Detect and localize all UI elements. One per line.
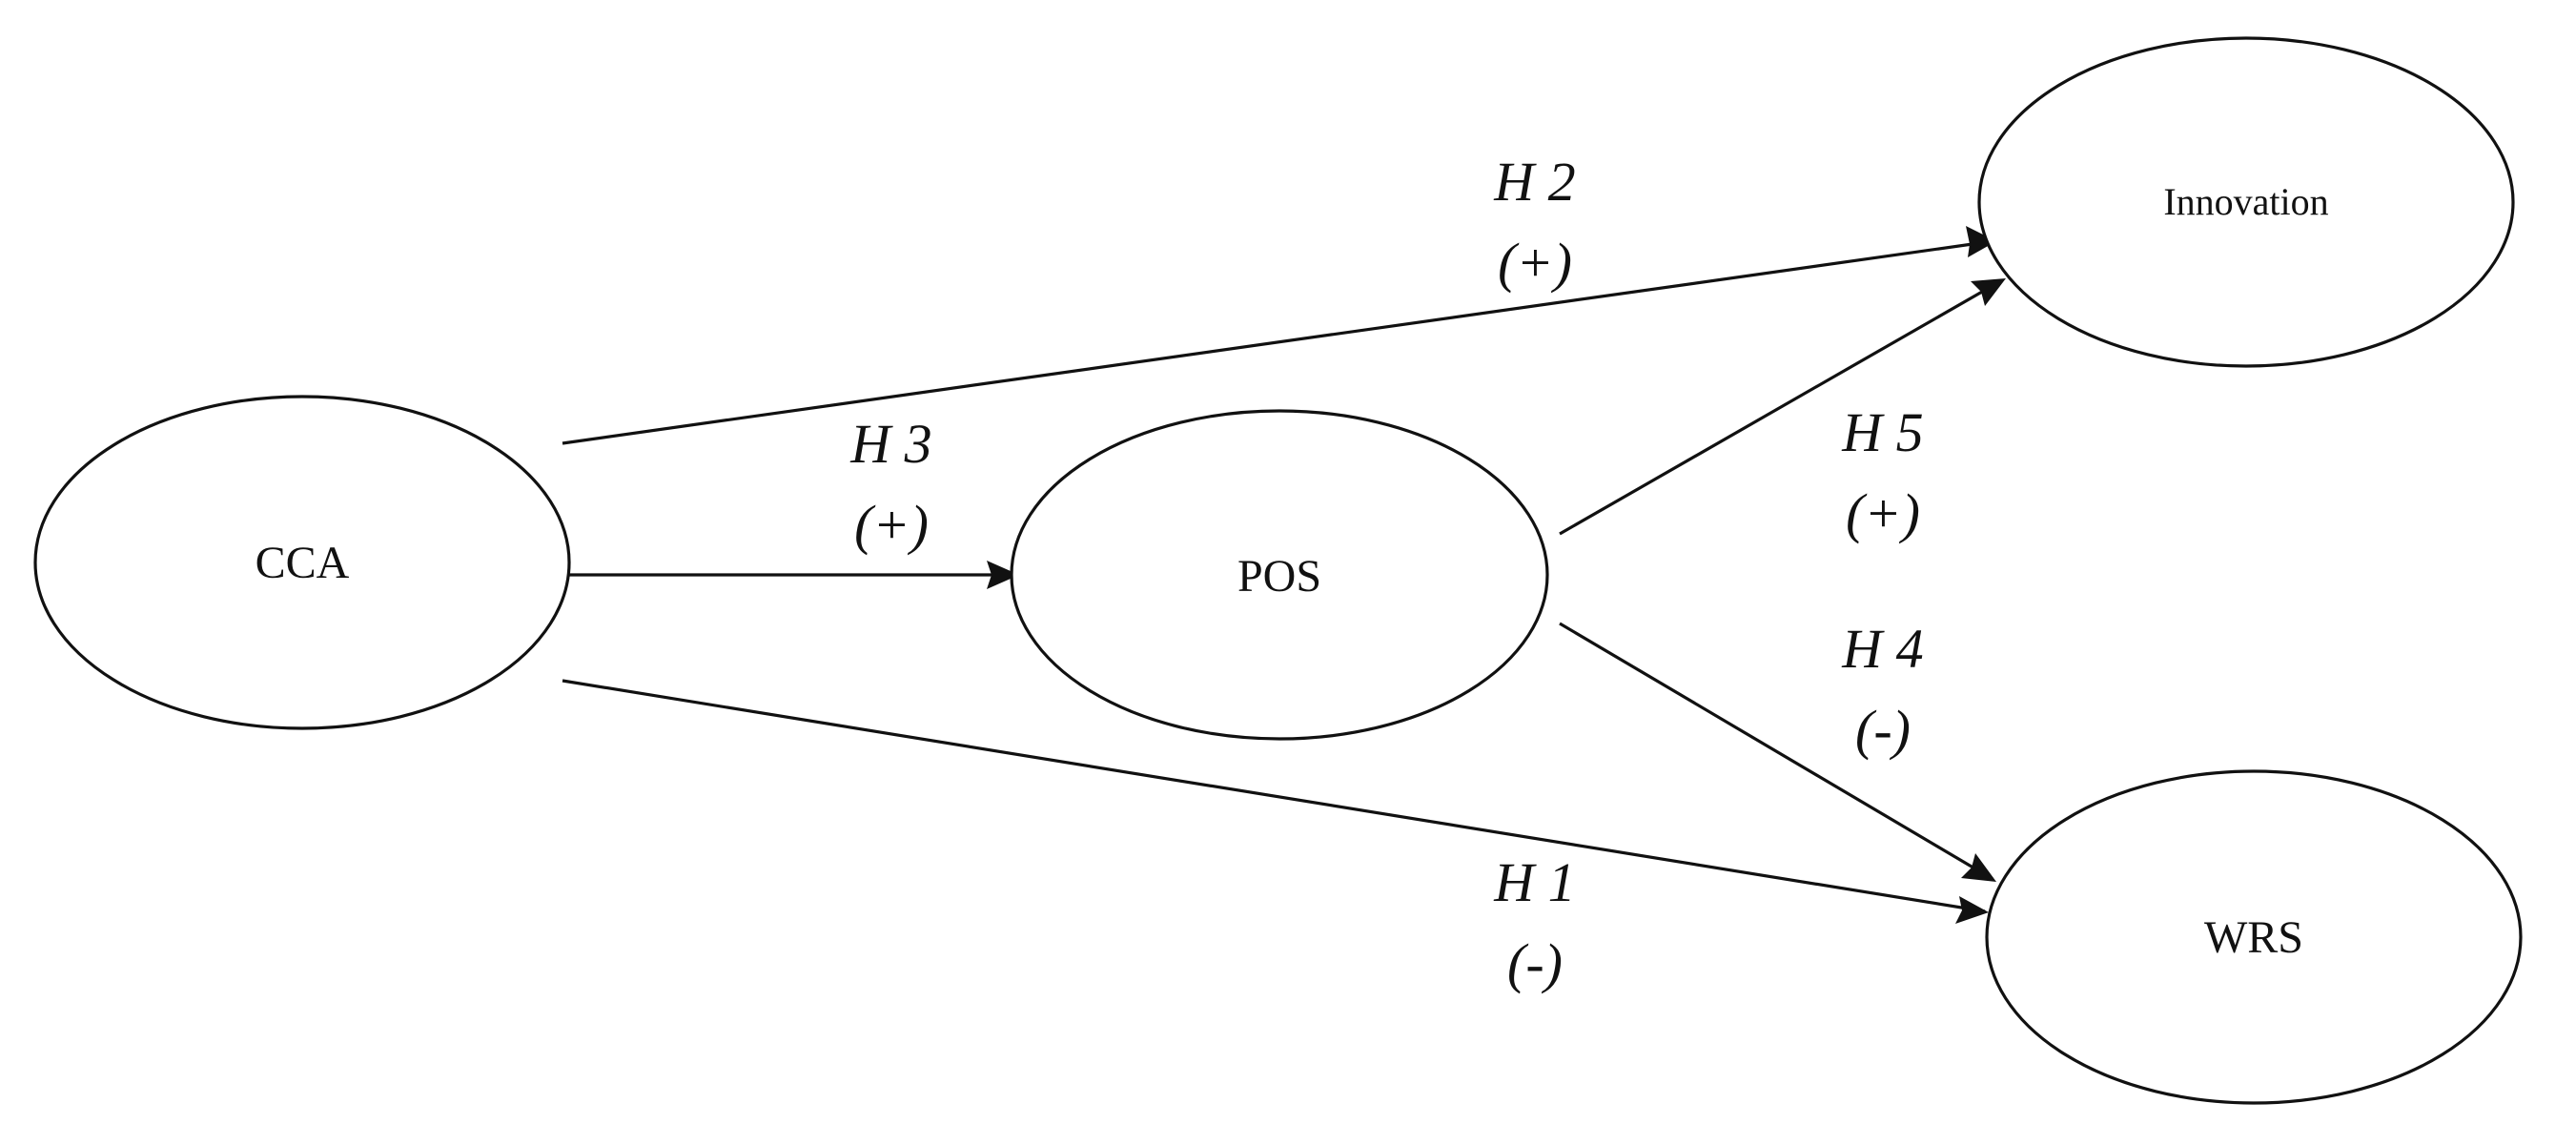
edge-h2-label: H 2 (+) — [1493, 151, 1575, 294]
edge-h5-name: H 5 — [1841, 401, 1923, 463]
node-wrs-ellipse — [1985, 769, 2523, 1105]
edge-h5 — [1559, 278, 2006, 536]
node-cca: CCA — [33, 395, 571, 730]
edge-h3-sign: (+) — [854, 494, 929, 556]
edge-h5-sign: (+) — [1846, 482, 1920, 544]
node-pos-ellipse — [1010, 409, 1549, 741]
edge-h4 — [1559, 622, 1996, 882]
node-cca-ellipse — [33, 395, 571, 730]
edge-h1-name: H 1 — [1493, 851, 1575, 913]
edge-h2-sign: (+) — [1498, 232, 1572, 294]
edge-h3-label: H 3 (+) — [849, 413, 931, 556]
edge-h2 — [562, 226, 1996, 445]
edge-h3 — [568, 561, 1019, 589]
edge-h1-label: H 1 (-) — [1493, 851, 1575, 994]
edge-h4-arrow — [1559, 622, 1993, 881]
edge-h4-sign: (-) — [1855, 699, 1911, 761]
edge-h1-sign: (-) — [1507, 932, 1563, 994]
edge-h5-arrow — [1559, 278, 2003, 536]
node-innovation-ellipse — [1977, 36, 2515, 368]
edge-h2-arrow — [562, 237, 1993, 445]
node-wrs: WRS — [1985, 769, 2523, 1105]
edge-h3-name: H 3 — [849, 413, 931, 475]
edge-h4-name: H 4 — [1841, 618, 1923, 680]
edge-h1-arrow — [562, 679, 1986, 913]
node-pos: POS — [1010, 409, 1549, 741]
edge-h5-label: H 5 (+) — [1841, 401, 1923, 544]
node-cca-label: CCA — [256, 538, 350, 588]
node-innovation: Innovation — [1977, 36, 2515, 368]
edge-h1 — [562, 679, 1989, 924]
edge-h2-name: H 2 — [1493, 151, 1575, 213]
edge-h4-label: H 4 (-) — [1841, 618, 1923, 761]
node-wrs-label: WRS — [2204, 912, 2303, 963]
node-innovation-label: Innovation — [2163, 180, 2328, 223]
node-pos-label: POS — [1237, 551, 1321, 602]
